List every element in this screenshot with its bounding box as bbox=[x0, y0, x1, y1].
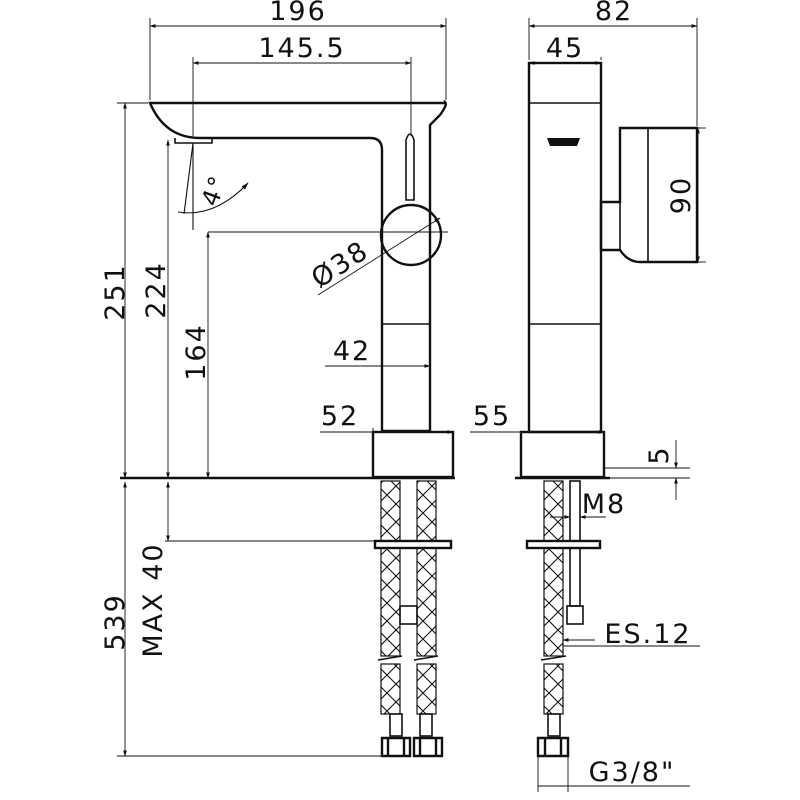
dim-55: 55 bbox=[473, 401, 511, 432]
front-base bbox=[371, 430, 455, 479]
dim-539: 539 bbox=[100, 593, 131, 651]
dim-5: 5 bbox=[644, 445, 675, 464]
side-break-mark bbox=[540, 655, 567, 661]
side-stud-upper bbox=[569, 480, 581, 542]
dim-42: 42 bbox=[333, 336, 371, 367]
dim-es12: ES.12 bbox=[604, 619, 691, 650]
side-base bbox=[519, 430, 606, 479]
front-spout-outline bbox=[148, 99, 448, 433]
front-washer bbox=[373, 539, 453, 550]
dim-g3-8: G3/8" bbox=[589, 757, 676, 788]
front-lever-stem bbox=[405, 133, 415, 201]
dim-251: 251 bbox=[100, 263, 131, 321]
dim-164: 164 bbox=[181, 323, 212, 381]
front-lever-disc bbox=[379, 203, 443, 267]
side-stud-nut bbox=[566, 605, 584, 625]
dim-angle: 4° bbox=[196, 171, 233, 210]
front-hose-right-lower bbox=[416, 547, 437, 657]
side-ferrule bbox=[547, 713, 561, 737]
front-stud-nut bbox=[399, 605, 418, 625]
side-hose-lower bbox=[543, 547, 564, 657]
dim-52: 52 bbox=[321, 401, 359, 432]
front-hex-nut-left bbox=[380, 736, 412, 758]
side-hose-upper bbox=[543, 480, 564, 542]
front-hose-right-upper bbox=[416, 480, 437, 542]
side-body bbox=[527, 61, 603, 434]
front-hose-left-lower bbox=[380, 547, 401, 657]
dim-196: 196 bbox=[269, 0, 327, 27]
dim-224: 224 bbox=[141, 261, 172, 319]
side-washer bbox=[525, 539, 602, 550]
front-hex-nut-right bbox=[412, 736, 444, 758]
dim-145-5: 145.5 bbox=[258, 33, 345, 64]
side-stud-lower bbox=[569, 547, 581, 607]
dim-90: 90 bbox=[666, 176, 697, 214]
side-view: 82 45 90 55 5 M8 ES.12 G3/8" bbox=[470, 0, 706, 792]
front-view: 196 145.5 4° 251 224 164 Ø38 42 52 bbox=[100, 0, 455, 758]
front-hose-right-bottom bbox=[416, 663, 437, 715]
dim-45: 45 bbox=[546, 33, 584, 64]
front-hose-left-bottom bbox=[380, 663, 401, 715]
dim-lever-diameter: Ø38 bbox=[306, 235, 375, 295]
front-ferrule-right bbox=[419, 713, 433, 737]
front-hose-left-upper bbox=[380, 480, 401, 542]
front-ferrule-left bbox=[389, 713, 403, 737]
side-hose-bottom bbox=[543, 663, 564, 715]
side-aerator bbox=[547, 138, 580, 146]
dim-82: 82 bbox=[595, 0, 633, 27]
dim-max-40: MAX 40 bbox=[138, 542, 169, 657]
side-handle bbox=[599, 126, 699, 264]
front-break-marks bbox=[377, 655, 439, 661]
side-hex-nut bbox=[536, 736, 570, 758]
dim-m8: M8 bbox=[582, 489, 626, 520]
